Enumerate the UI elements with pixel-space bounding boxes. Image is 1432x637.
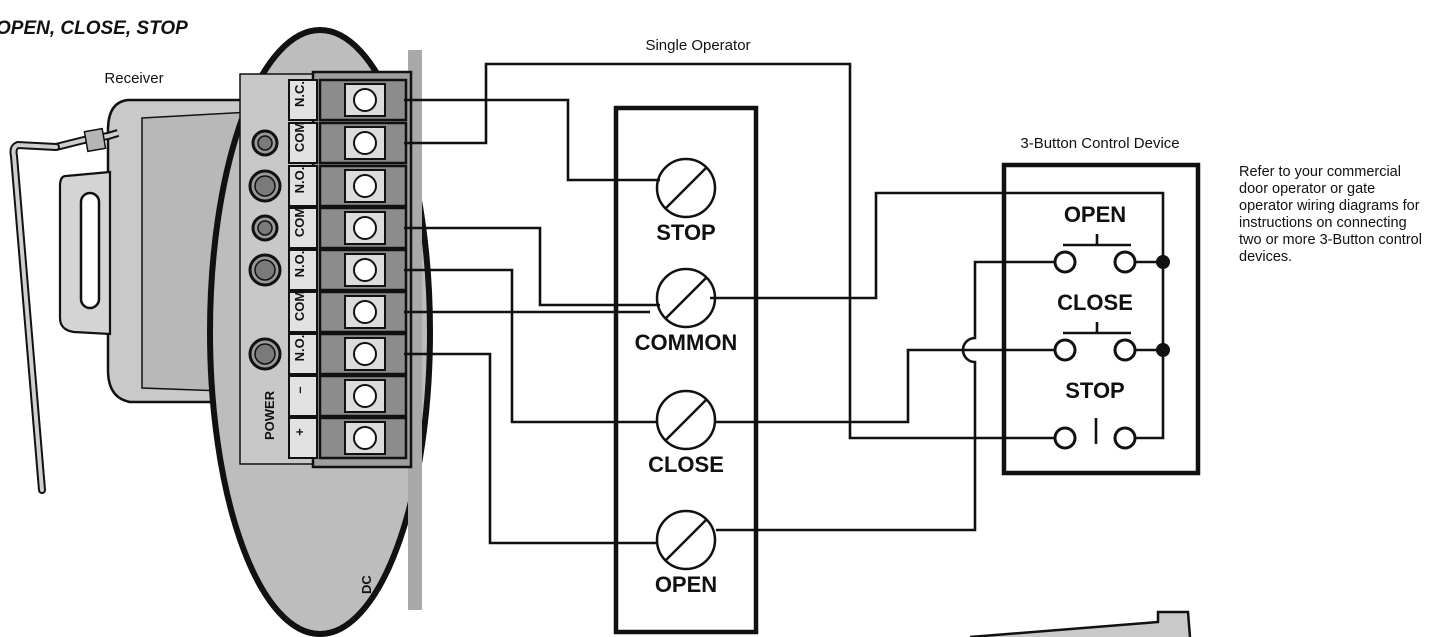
- screw-slot: [664, 276, 708, 320]
- operator-terminal-label: COMMON: [635, 330, 738, 355]
- terminal-label: N.O.: [292, 167, 307, 194]
- operator-terminal-label: STOP: [656, 220, 716, 245]
- switch-contact-icon: [1053, 338, 1077, 362]
- control-device-label: 3-Button Control Device: [1020, 135, 1179, 152]
- terminal-screw-icon: [353, 342, 377, 366]
- terminal-label-plate: [288, 375, 318, 417]
- terminal-label-plate: [288, 165, 318, 207]
- terminal-label-plate: [288, 333, 318, 375]
- control-button-label: CLOSE: [1057, 290, 1133, 315]
- control-device-box: [1001, 162, 1201, 476]
- terminal-label: COM: [292, 122, 307, 152]
- terminal-magnifier: DC POWER N.C. COM N.O. COM N.O. COM N.O. – +: [207, 27, 433, 637]
- switch-contact-icon: [1113, 338, 1137, 362]
- wiring-note: Refer to your commercial door operator o…: [1239, 164, 1422, 265]
- led-inner-icon: [257, 220, 273, 236]
- screw-slot: [664, 166, 708, 210]
- led-inner-icon: [257, 135, 273, 151]
- wiring: [404, 62, 1165, 545]
- receiver-label: Receiver: [104, 70, 163, 87]
- terminal-label: COM: [292, 291, 307, 321]
- operator-terminal-label: OPEN: [655, 572, 717, 597]
- single-operator-label: Single Operator: [645, 37, 750, 54]
- terminal-screw-icon: [353, 258, 377, 282]
- screw-slot: [664, 398, 708, 442]
- terminal-label-plate: [288, 79, 318, 121]
- control-button-label: OPEN: [1064, 202, 1126, 227]
- led-inner-icon: [254, 343, 276, 365]
- wire-path: [404, 268, 658, 424]
- power-label: POWER: [262, 390, 277, 440]
- screw-slot: [664, 518, 708, 562]
- operator-terminal-label: CLOSE: [648, 452, 724, 477]
- led-inner-icon: [254, 259, 276, 281]
- control-buttons: OPEN CLOSE STOP: [1053, 202, 1170, 450]
- switch-contact-icon: [1053, 426, 1077, 450]
- terminal-label: N.C.: [292, 81, 307, 107]
- terminal-label-plate: [288, 122, 318, 164]
- switch-contact-icon: [1053, 250, 1077, 274]
- wire-path: [716, 260, 1055, 532]
- dc-label: DC: [359, 575, 374, 594]
- terminal-screw-icon: [353, 174, 377, 198]
- terminal-label: N.O.: [292, 335, 307, 362]
- wire-path: [404, 226, 660, 307]
- switch-contact-icon: [1113, 426, 1137, 450]
- terminal-screw-icon: [353, 131, 377, 155]
- led-inner-icon: [254, 175, 276, 197]
- terminal-screw-icon: [353, 88, 377, 112]
- terminal-label-plate: [288, 249, 318, 291]
- adjacent-device-edge: [969, 610, 1192, 637]
- wire-path: [710, 191, 1165, 440]
- terminal-screw-icon: [353, 426, 377, 450]
- operator-terminals: STOP COMMON CLOSE OPEN: [635, 157, 738, 597]
- terminal-label: N.O.: [292, 251, 307, 278]
- terminal-label-plate: [288, 291, 318, 333]
- wire-path: [404, 62, 1055, 440]
- receiver-terminal-strip: N.C. COM N.O. COM N.O. COM N.O. – +: [248, 78, 408, 460]
- terminal-screw-icon: [353, 300, 377, 324]
- terminal-label-plate: [288, 207, 318, 249]
- terminal-label: COM: [292, 207, 307, 237]
- wire-path: [714, 348, 1055, 424]
- diagram-title: OPEN, CLOSE, STOP: [0, 18, 188, 39]
- terminal-label: –: [292, 386, 307, 393]
- terminal-label: +: [292, 428, 307, 436]
- control-button-label: STOP: [1065, 378, 1125, 403]
- terminal-screw-icon: [353, 216, 377, 240]
- wire-path: [404, 352, 656, 545]
- terminal-screw-icon: [353, 384, 377, 408]
- terminal-label-plate: [288, 417, 318, 459]
- switch-contact-icon: [1113, 250, 1137, 274]
- antenna-icon: [9, 127, 120, 494]
